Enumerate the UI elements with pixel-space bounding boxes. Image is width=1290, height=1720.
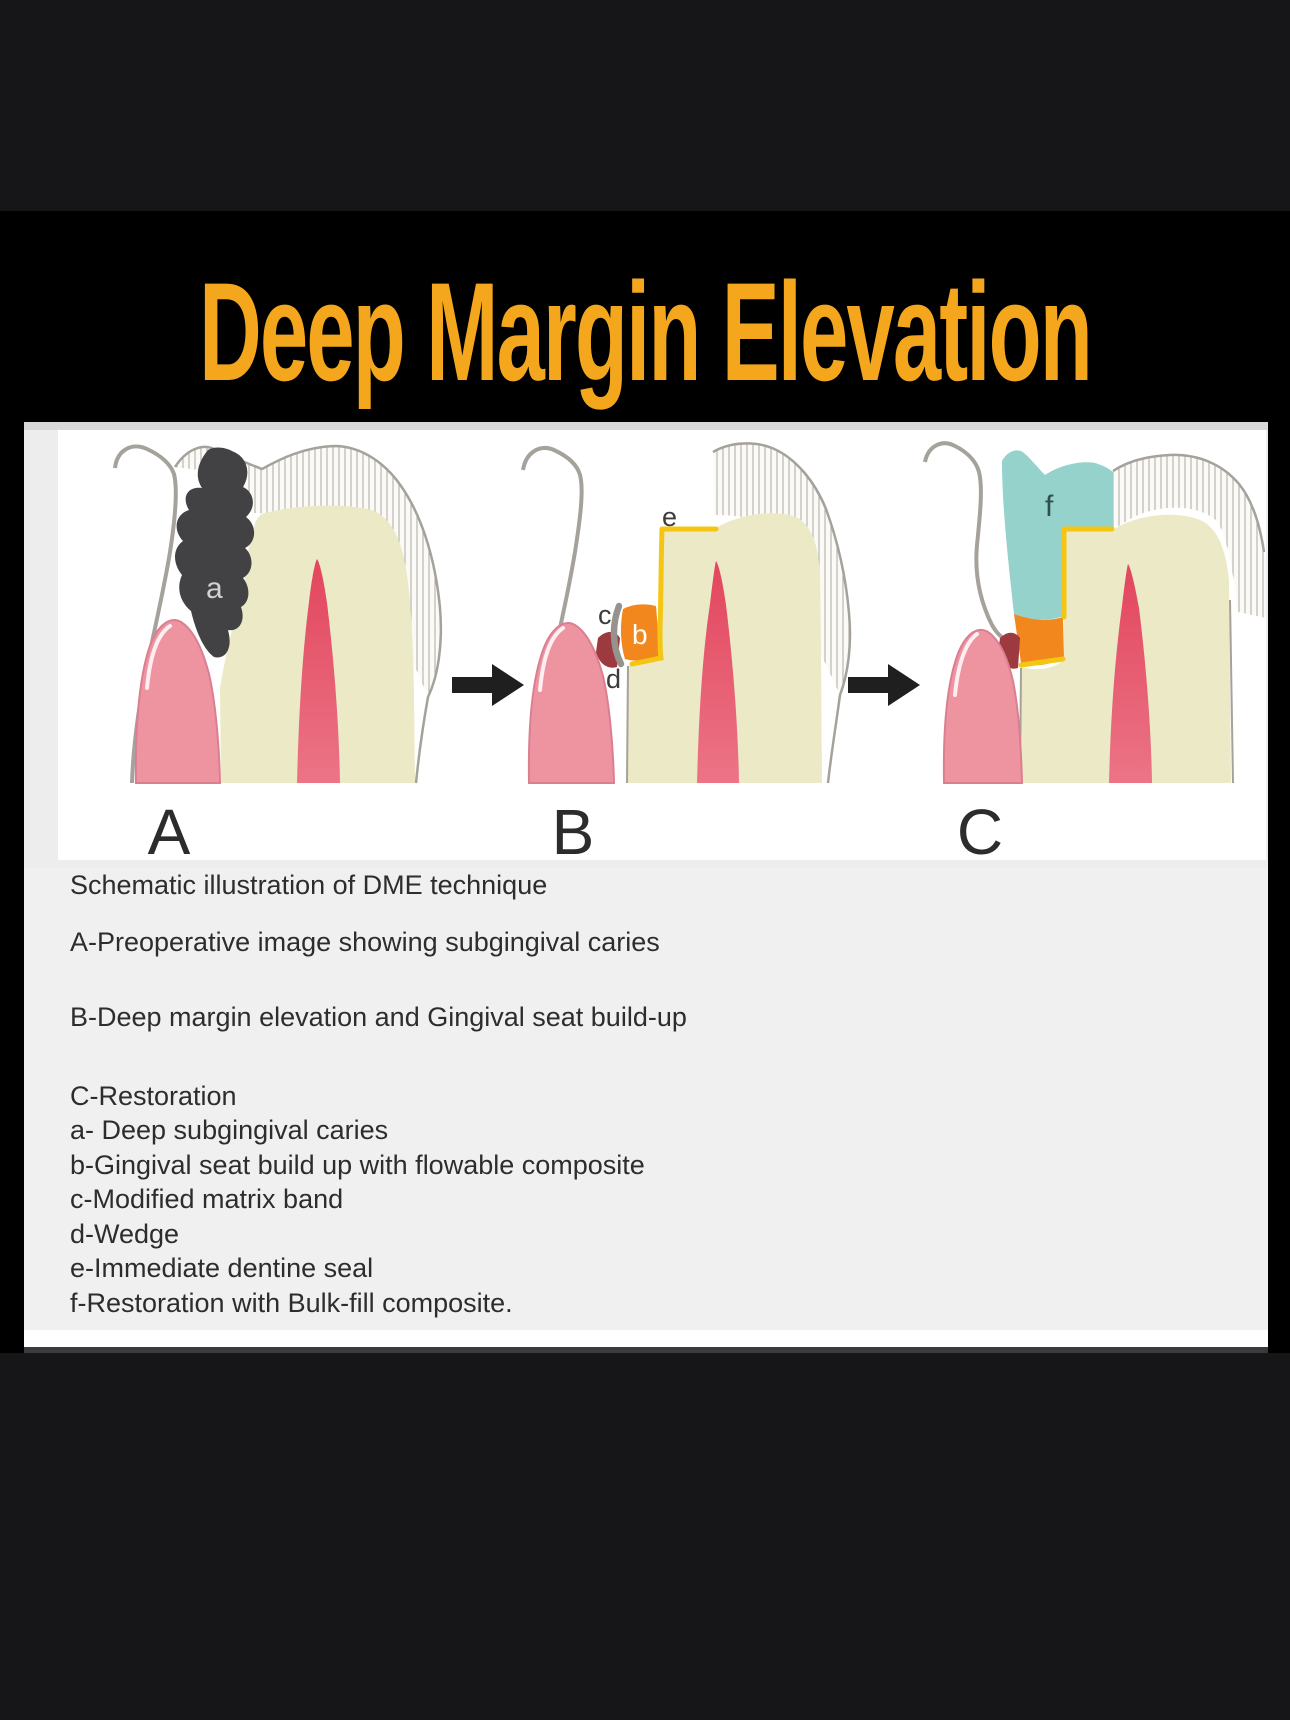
- caption-line: C-Restoration: [70, 1081, 237, 1111]
- panel-top-edge: [24, 422, 1268, 430]
- root-edge: [1229, 599, 1234, 784]
- caption-line: e-Immediate dentine seal: [70, 1253, 374, 1283]
- panel-label-c: C: [956, 796, 1004, 868]
- marker-e: e: [662, 502, 677, 532]
- bottom-divider: [24, 1347, 1268, 1353]
- caption-line: B-Deep margin elevation and Gingival sea…: [70, 1002, 687, 1032]
- enamel-hatch: [175, 446, 441, 697]
- composite-seat: [1014, 614, 1064, 666]
- gingiva-highlight: [538, 626, 565, 692]
- pulp: [697, 561, 739, 783]
- gingiva-highlight: [953, 632, 979, 697]
- enamel-hatch: [713, 443, 850, 695]
- caption-background: [24, 868, 1268, 1330]
- arrow-right-icon: [848, 664, 920, 706]
- pulp: [1109, 564, 1152, 783]
- marker-f: f: [1045, 490, 1054, 523]
- caption-line: c-Modified matrix band: [70, 1184, 344, 1214]
- gingiva: [942, 628, 1024, 784]
- pulp: [297, 559, 340, 783]
- arrow-right-icon: [452, 664, 524, 706]
- marker-d: d: [606, 664, 621, 694]
- caption-line: d-Wedge: [70, 1219, 180, 1249]
- marker-a: a: [206, 572, 223, 605]
- tooth-b-margin-elevation: e c b d: [521, 442, 852, 784]
- gingiva-highlight: [145, 624, 172, 690]
- root-edge: [626, 665, 629, 784]
- page-title: Deep Margin Elevation: [199, 253, 1093, 410]
- caption-line: b-Gingival seat build up with flowable c…: [70, 1150, 645, 1180]
- tooth-outline: [1112, 453, 1266, 553]
- panel-bottom-edge: [24, 1330, 1268, 1347]
- dme-schematic: a e c b d: [113, 441, 1266, 784]
- marker-c: c: [598, 600, 612, 630]
- dentine-seal-line: [1018, 526, 1115, 668]
- tooth-outline: [712, 442, 852, 784]
- tooth-a-preoperative: a: [113, 444, 443, 784]
- dentine-seal-line: [629, 526, 719, 667]
- caption-line: A-Preoperative image showing subgingival…: [70, 927, 660, 957]
- tooth-c-restoration: f: [923, 441, 1266, 784]
- gingiva: [134, 619, 222, 784]
- bulkfill-restoration: [1002, 450, 1113, 620]
- caption-line: f-Restoration with Bulk-fill composite.: [70, 1288, 513, 1318]
- caption-line: a- Deep subgingival caries: [70, 1115, 389, 1145]
- caries-lesion: [175, 447, 255, 658]
- enamel-hatch: [1113, 454, 1266, 618]
- panel-label-a: A: [147, 796, 191, 868]
- panel-label-b: B: [551, 796, 595, 868]
- caption-line: Schematic illustration of DME technique: [70, 870, 548, 900]
- marker-b: b: [632, 619, 648, 650]
- composite-seat: [620, 604, 660, 661]
- matrix-band: [610, 602, 625, 668]
- adjacent-tooth-contour: [923, 441, 1005, 640]
- gingiva: [527, 622, 616, 784]
